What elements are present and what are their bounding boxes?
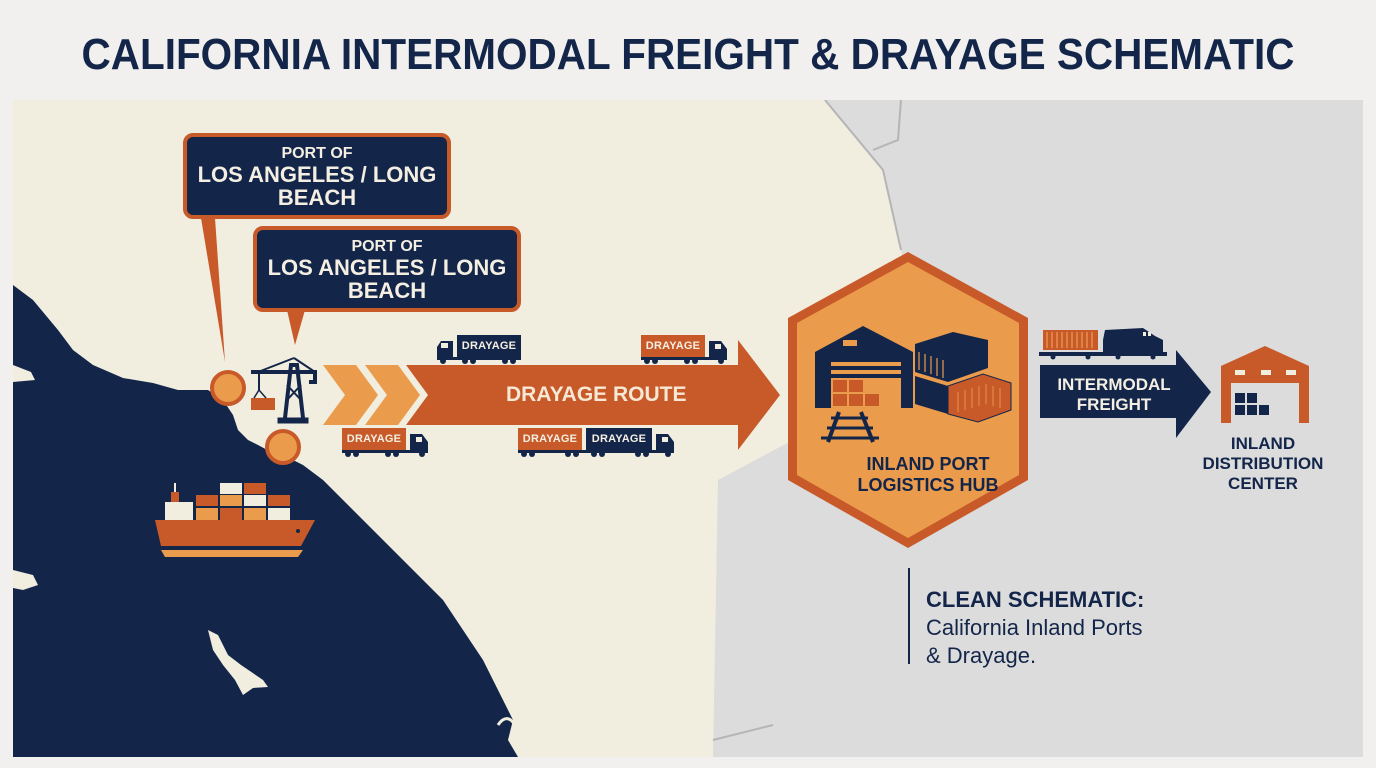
map-panel: PORT OF LOS ANGELES / LONG BEACH PORT OF… — [13, 100, 1363, 757]
truck-icon: DRAYAGE — [342, 428, 430, 458]
intermodal-freight-label: INTERMODAL FREIGHT — [1057, 375, 1171, 414]
warehouse-icon — [815, 326, 913, 408]
truck-icon: DRAYAGE — [435, 335, 521, 365]
chevron-icon — [323, 365, 378, 425]
schematic-note: CLEAN SCHEMATIC: California Inland Ports… — [908, 568, 1144, 668]
drayage-route-label: DRAYAGE ROUTE — [506, 383, 687, 406]
port-callout[interactable]: PORT OF LOS ANGELES / LONG BEACH — [253, 226, 521, 312]
truck-icon: DRAYAGE DRAYAGE — [518, 428, 678, 458]
page-title: CALIFORNIA INTERMODAL FREIGHT & DRAYAGE … — [81, 30, 1295, 79]
container-stack-icon — [915, 332, 1012, 423]
chevron-icon — [365, 365, 420, 425]
distribution-center-label: INLAND DISTRIBUTION CENTER — [1202, 434, 1324, 493]
truck-icon: DRAYAGE — [641, 335, 729, 365]
crane-icon — [251, 357, 317, 424]
intermodal-arrow — [1040, 350, 1211, 438]
hub-label: INLAND PORT LOGISTICS HUB — [857, 454, 999, 495]
rail-track-icon — [821, 411, 879, 443]
port-marker-icon[interactable] — [265, 429, 301, 465]
distribution-center-icon — [1221, 346, 1309, 423]
container-ship-icon — [155, 483, 315, 557]
train-icon — [1039, 328, 1167, 360]
drayage-route-arrow — [406, 340, 780, 450]
california-map — [13, 100, 1363, 757]
port-marker-icon[interactable] — [210, 370, 246, 406]
port-callout[interactable]: PORT OF LOS ANGELES / LONG BEACH — [183, 133, 451, 219]
catalina-island — [208, 630, 268, 695]
